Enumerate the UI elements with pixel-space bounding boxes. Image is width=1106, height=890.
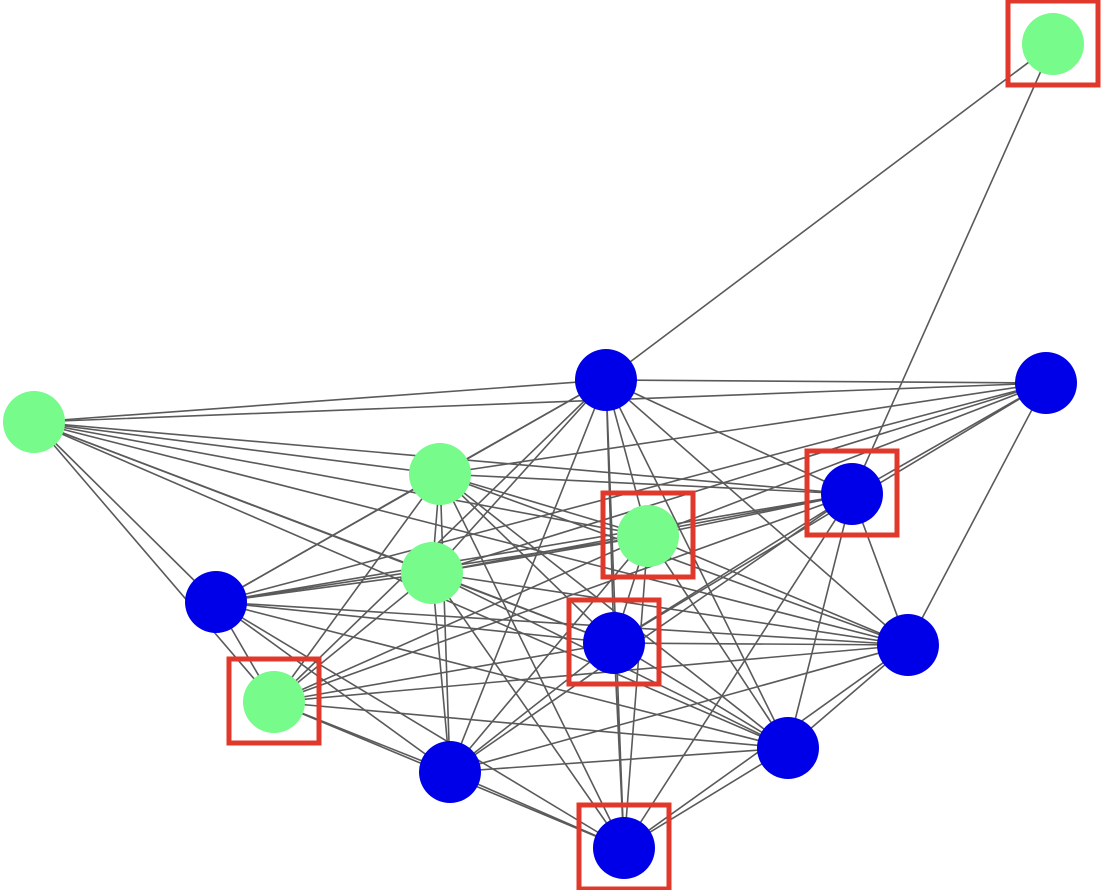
edge-n3-n5 (439, 382, 1047, 475)
edge-n11-n14 (449, 644, 909, 773)
node-n8-green (401, 542, 463, 604)
edge-n12-n13 (273, 701, 789, 749)
edge-n8-n11 (431, 572, 909, 646)
edge-n5-n10 (439, 473, 615, 644)
node-n15-blue (593, 817, 655, 879)
edge-n3-n7 (647, 382, 1047, 537)
edge-n13-n15 (623, 747, 789, 849)
edge-n3-n11 (907, 382, 1047, 646)
edge-n2-n14 (449, 379, 607, 773)
node-n10-blue (583, 612, 645, 674)
edge-n6-n12 (273, 493, 853, 703)
edge-n10-n13 (613, 642, 789, 749)
edge-n9-n10 (215, 601, 615, 644)
edge-n4-n12 (33, 421, 275, 703)
highlight-boxes-layer (226, 0, 1101, 890)
edge-n5-n13 (439, 473, 789, 749)
node-n7-green (617, 505, 679, 567)
highlight-box-n10 (566, 597, 662, 687)
edge-n5-n9 (215, 473, 441, 603)
edge-n1-n2 (605, 43, 1054, 381)
node-n12-green (243, 671, 305, 733)
edge-n13-n14 (449, 747, 789, 773)
edge-n10-n11 (613, 642, 909, 646)
edge-n4-n5 (33, 421, 441, 475)
edge-n5-n15 (439, 473, 625, 849)
edge-n2-n12 (273, 379, 607, 703)
edge-n5-n11 (439, 473, 909, 646)
edge-n2-n8 (431, 379, 607, 574)
edge-n10-n15 (613, 642, 625, 849)
node-n9-blue (185, 571, 247, 633)
edge-n14-n15 (449, 771, 625, 849)
edge-n9-n13 (215, 601, 789, 749)
edge-n9-n14 (215, 601, 451, 773)
edge-n3-n6 (851, 382, 1047, 495)
node-n3-blue (1015, 352, 1077, 414)
highlight-box-n6 (804, 448, 900, 538)
edge-n7-n15 (623, 535, 649, 849)
highlight-box-n15 (576, 802, 672, 890)
edge-n4-n7 (33, 421, 649, 537)
edge-n8-n10 (431, 572, 615, 644)
nodes-layer (3, 13, 1084, 879)
edge-n6-n10 (613, 493, 853, 644)
edge-n11-n12 (273, 644, 909, 703)
node-n14-blue (419, 741, 481, 803)
node-n6-blue (821, 463, 883, 525)
edge-n8-n12 (273, 572, 433, 703)
highlight-box-n7 (600, 490, 696, 580)
edge-n5-n7 (439, 473, 649, 537)
highlight-box-n12 (226, 656, 322, 746)
edge-n4-n2 (33, 379, 607, 423)
edge-n9-n15 (215, 601, 625, 849)
node-n2-blue (575, 349, 637, 411)
edge-n6-n15 (623, 493, 853, 849)
node-n4-green (3, 391, 65, 453)
edge-n4-n11 (33, 421, 909, 646)
node-n5-green (409, 443, 471, 505)
edge-n3-n8 (431, 382, 1047, 574)
edge-n10-n14 (449, 642, 615, 773)
edge-n7-n12 (273, 535, 649, 703)
edge-n2-n6 (605, 379, 853, 495)
edge-n5-n14 (439, 473, 451, 773)
edge-n9-n6 (215, 493, 853, 603)
edge-n10-n12 (273, 642, 615, 703)
node-n13-blue (757, 717, 819, 779)
edge-n5-n6 (439, 473, 853, 495)
edge-n4-n9 (33, 421, 217, 603)
edge-n4-n3 (33, 382, 1047, 423)
edge-n2-n3 (605, 379, 1047, 384)
edge-n7-n13 (647, 535, 789, 749)
edge-n7-n6 (647, 493, 853, 537)
edge-n1-n6 (851, 43, 1054, 495)
edge-n6-n14 (449, 493, 853, 773)
node-n11-blue (877, 614, 939, 676)
highlight-box-n1 (1005, 0, 1101, 88)
node-n1-green (1022, 13, 1084, 75)
